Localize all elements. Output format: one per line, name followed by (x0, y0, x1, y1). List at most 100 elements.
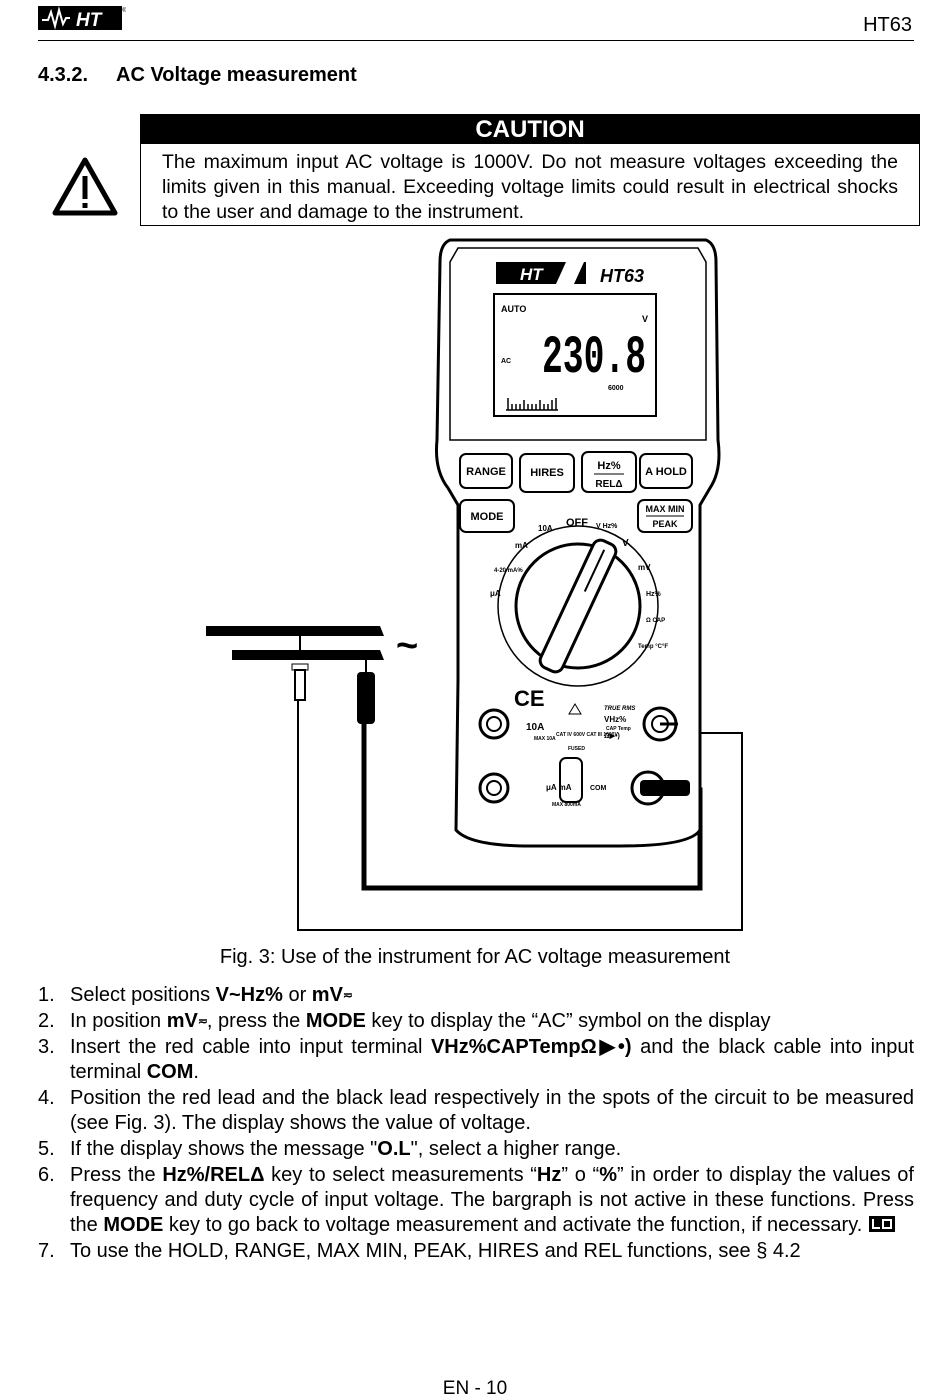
dial-knob (538, 538, 618, 674)
step-text: Select positions (70, 984, 216, 1006)
step-number: 5. (38, 1138, 55, 1160)
warning-triangle-icon (52, 157, 118, 216)
range-button: RANGE (466, 466, 506, 478)
lcd-range: 6000 (608, 385, 624, 392)
step-text: Position the red lead and the black lead… (70, 1087, 914, 1134)
step-number: 6. (38, 1164, 55, 1186)
section-number: 4.3.2. (38, 64, 89, 86)
ac-symbol: ~ (396, 625, 418, 667)
caution-box (140, 144, 920, 226)
step-number: 2. (38, 1010, 55, 1032)
dial-420ma: 4-20 mA% (494, 568, 523, 574)
step-text: ” in order to display the values of freq… (70, 1164, 914, 1236)
section-heading: 4.3.2. AC Voltage measurement (38, 64, 357, 87)
step-bold: mV (311, 984, 343, 1006)
procedure-steps: 1.Select positions V~Hz% or mV≂ 2.In pos… (38, 983, 914, 1265)
terminal-ua-ma: μA mA (546, 783, 572, 792)
terminal-fused: FUSED (568, 746, 585, 752)
meter-model: HT63 (600, 266, 644, 286)
step-text: or (282, 984, 312, 1006)
step-text: key to go back to voltage measurement an… (163, 1214, 863, 1236)
ac-dc-symbol: ≂ (197, 1014, 208, 1028)
lcd-unit: V (642, 314, 648, 324)
step-text: To use the HOLD, RANGE, MAX MIN, PEAK, H… (70, 1240, 801, 1262)
ac-conductors (206, 626, 384, 660)
header-model-code: HT63 (863, 14, 912, 36)
step-bold: MODE (305, 1010, 366, 1032)
hires-button: HIRES (530, 467, 564, 479)
step-number: 4. (38, 1087, 55, 1109)
step-bold: O.L (377, 1138, 411, 1160)
step-item: 6. Press the Hz%/RELΔ key to select measu… (38, 1163, 914, 1238)
dial-ohm-cap: Ω CAP (646, 618, 665, 624)
black-probe (357, 656, 375, 724)
step-bold: MODE (103, 1214, 164, 1236)
terminal-vhz: VHz% (604, 715, 626, 724)
svg-text:HT: HT (76, 10, 103, 31)
step-item: 7. To use the HOLD, RANGE, MAX MIN, PEAK,… (38, 1239, 914, 1264)
terminal-10a: 10A (526, 722, 544, 733)
caution-title: CAUTION (140, 114, 920, 144)
ahold-button: A HOLD (645, 466, 687, 478)
section-title: AC Voltage measurement (116, 64, 357, 86)
step-item: 2. In position mV≂, press the MODE key to… (38, 1009, 914, 1034)
step-bold: V~Hz% (215, 984, 283, 1006)
dial-ma: mA (515, 541, 528, 550)
lcd-auto: AUTO (501, 304, 526, 314)
step-number: 1. (38, 984, 55, 1006)
lcd-value: 230.8 (542, 328, 646, 389)
step-text: Insert the red cable into input terminal (70, 1036, 431, 1058)
mode-button: MODE (471, 511, 504, 523)
step-bold: % (599, 1164, 617, 1186)
step-text: and the black cable into input terminal (70, 1036, 914, 1083)
terminal-10a-max: MAX 10A (534, 736, 556, 742)
step-number: 7. (38, 1240, 55, 1262)
step-text: ", select a higher range. (410, 1138, 622, 1160)
step-item: 1. Select positions V~Hz% or mV≂ (38, 983, 914, 1008)
red-probe (291, 630, 309, 701)
step-text: . (193, 1061, 199, 1083)
terminal-captemp: CAP Temp (606, 726, 631, 732)
step-text: In position (70, 1010, 167, 1032)
step-text: key to display the “AC” symbol on the di… (365, 1010, 771, 1032)
dial-v: V (622, 538, 629, 549)
svg-text:®: ® (122, 7, 126, 14)
step-item: 5. If the display shows the message "O.L"… (38, 1137, 914, 1162)
step-text: Press the (70, 1164, 163, 1186)
ac-dc-symbol: ≂ (342, 988, 353, 1002)
step-bold: COM (146, 1061, 194, 1083)
caution-text: The maximum input AC voltage is 1000V. D… (162, 151, 898, 223)
step-item: 3. Insert the red cable into input termin… (38, 1035, 914, 1085)
dial-10a: 10A (538, 524, 553, 533)
step-bold: Hz (536, 1164, 562, 1186)
step-text: ” o “ (561, 1164, 600, 1186)
dial-temp: Temp °C°F (638, 644, 668, 650)
step-bold: Hz%/RELΔ (162, 1164, 265, 1186)
step-bold: mV (166, 1010, 198, 1032)
step-text: , press the (206, 1010, 306, 1032)
dial-off: OFF (566, 517, 588, 529)
peak-button-label: PEAK (652, 519, 678, 529)
multimeter-figure: ~ HT HT63 AUTO V AC 230.8 6000 RANGE HIR… (206, 238, 743, 931)
step-text: If the display shows the message " (70, 1138, 378, 1160)
figure-caption: Fig. 3: Use of the instrument for AC vol… (219, 946, 731, 968)
ht-logo: HT ® (38, 6, 126, 31)
step-item: 4. Position the red lead and the black le… (38, 1086, 914, 1136)
terminal-ua-max: MAX 800mA (552, 802, 581, 808)
true-rms-label: TRUE RMS (604, 706, 635, 712)
dial-ua: μA (490, 589, 501, 598)
lcd-bargraph (506, 398, 558, 411)
rel-button-label: RELΔ (595, 479, 622, 490)
dial-vhz: V Hz% (596, 523, 618, 530)
terminal-cat: CAT IV 600V CAT III 1000V (556, 732, 618, 738)
maxmin-button-label: MAX MIN (646, 504, 685, 514)
meter-brand: HT (520, 265, 544, 284)
step-number: 3. (38, 1036, 55, 1058)
step-bold: VHz%CAPTempΩ▶•) (430, 1036, 632, 1058)
lo-icon (868, 1216, 895, 1232)
step-text: key to select measurements “ (264, 1164, 537, 1186)
header-divider (38, 40, 914, 41)
dial-mv: mV (638, 563, 651, 572)
page-footer: EN - 10 (442, 1378, 508, 1399)
terminal-ohm: Ω▶•) (604, 733, 620, 740)
